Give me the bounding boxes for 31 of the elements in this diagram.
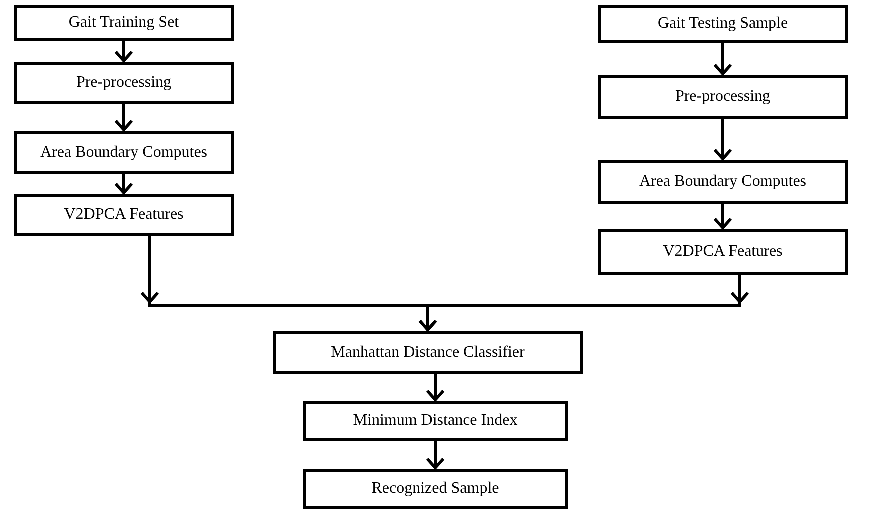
box-label: V2DPCA Features [663, 243, 783, 261]
process-box [303, 469, 568, 509]
arrow [114, 104, 134, 132]
process-box [598, 75, 848, 119]
arrow [418, 275, 750, 332]
box-label: Recognized Sample [372, 480, 500, 498]
process-box [598, 160, 848, 204]
box-label: Area Boundary Computes [40, 144, 208, 162]
box-label: Pre-processing [675, 88, 771, 106]
box-label: V2DPCA Features [64, 206, 184, 224]
arrow [426, 441, 445, 470]
process-box [303, 401, 568, 441]
process-box [14, 194, 234, 236]
process-box [598, 229, 848, 275]
process-box [14, 62, 234, 104]
arrow [714, 119, 732, 162]
box-label: Pre-processing [76, 74, 172, 92]
process-box [598, 5, 848, 43]
arrow [426, 374, 445, 402]
process-box [14, 5, 234, 41]
box-label: Area Boundary Computes [639, 173, 807, 191]
arrow [114, 41, 134, 64]
process-box [14, 131, 234, 174]
box-label: Minimum Distance Index [353, 412, 518, 430]
arrow [714, 43, 732, 76]
box-label: Manhattan Distance Classifier [331, 344, 525, 362]
box-label: Gait Training Set [68, 14, 180, 32]
arrow [114, 174, 134, 196]
process-box [273, 331, 583, 374]
box-label: Gait Testing Sample [658, 15, 788, 33]
arrow [714, 204, 732, 230]
